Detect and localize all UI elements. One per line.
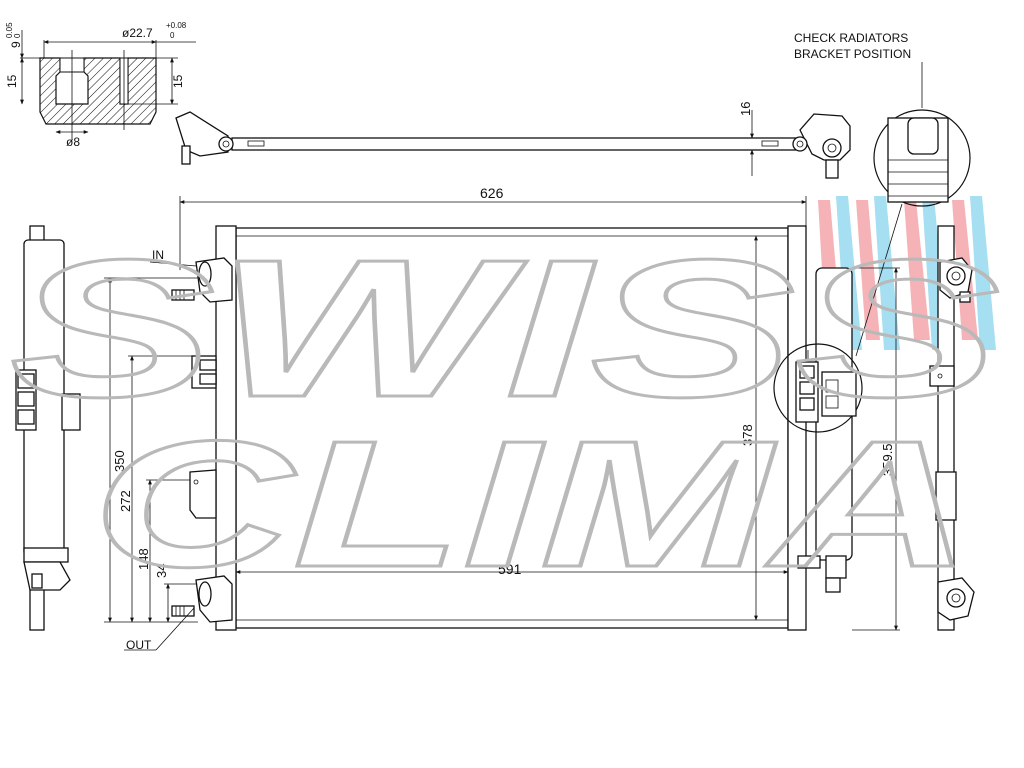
dim-height-34: 34 <box>154 564 169 578</box>
callout-line1: CHECK RADIATORS <box>794 31 908 45</box>
dim-core-width: 591 <box>498 561 522 577</box>
dim-depth-tol-upper: 0.05 <box>5 22 14 38</box>
condenser-front-view: 626 IN OUT <box>104 185 807 652</box>
right-side-view: 359.5 <box>773 267 900 631</box>
dim-height-left: 15 <box>5 74 19 88</box>
dim-overall-width: 626 <box>480 185 504 201</box>
bracket-bar-top-view: 16 <box>175 102 851 179</box>
dim-height-350: 350 <box>112 450 127 472</box>
left-side-view <box>15 225 81 631</box>
watermark-line2: CLIMA <box>92 404 972 605</box>
dim-dia-small: ø8 <box>66 135 80 149</box>
dim-height-359-5: 359.5 <box>880 443 895 476</box>
dim-depth: 9 <box>9 41 23 48</box>
watermark: SWISS CLIMA <box>9 218 1002 607</box>
dim-height-148: 148 <box>136 548 151 570</box>
dim-height-272: 272 <box>118 490 133 512</box>
dim-dia-tol-lower: 0 <box>170 31 175 40</box>
fitting-section-body <box>39 57 157 125</box>
label-out: OUT <box>126 638 152 652</box>
callout-line2: BRACKET POSITION <box>794 47 911 61</box>
dim-depth-tol-lower: 0 <box>13 33 22 38</box>
far-right-side-view <box>929 225 975 631</box>
dim-dia-tol-upper: +0.08 <box>166 21 187 30</box>
bracket-callout: CHECK RADIATORS BRACKET POSITION <box>794 31 971 357</box>
dim-dia-main: ø22.7 <box>122 26 153 40</box>
watermark-line1: SWISS <box>10 219 1000 438</box>
fitting-section-detail: ø22.7 +0.08 0 9 0.05 0 15 15 ø8 <box>5 21 196 149</box>
label-in: IN <box>152 248 164 262</box>
dim-bar-thickness: 16 <box>738 102 753 116</box>
dim-height-378: 378 <box>740 424 755 446</box>
dim-height-right: 15 <box>171 74 185 88</box>
